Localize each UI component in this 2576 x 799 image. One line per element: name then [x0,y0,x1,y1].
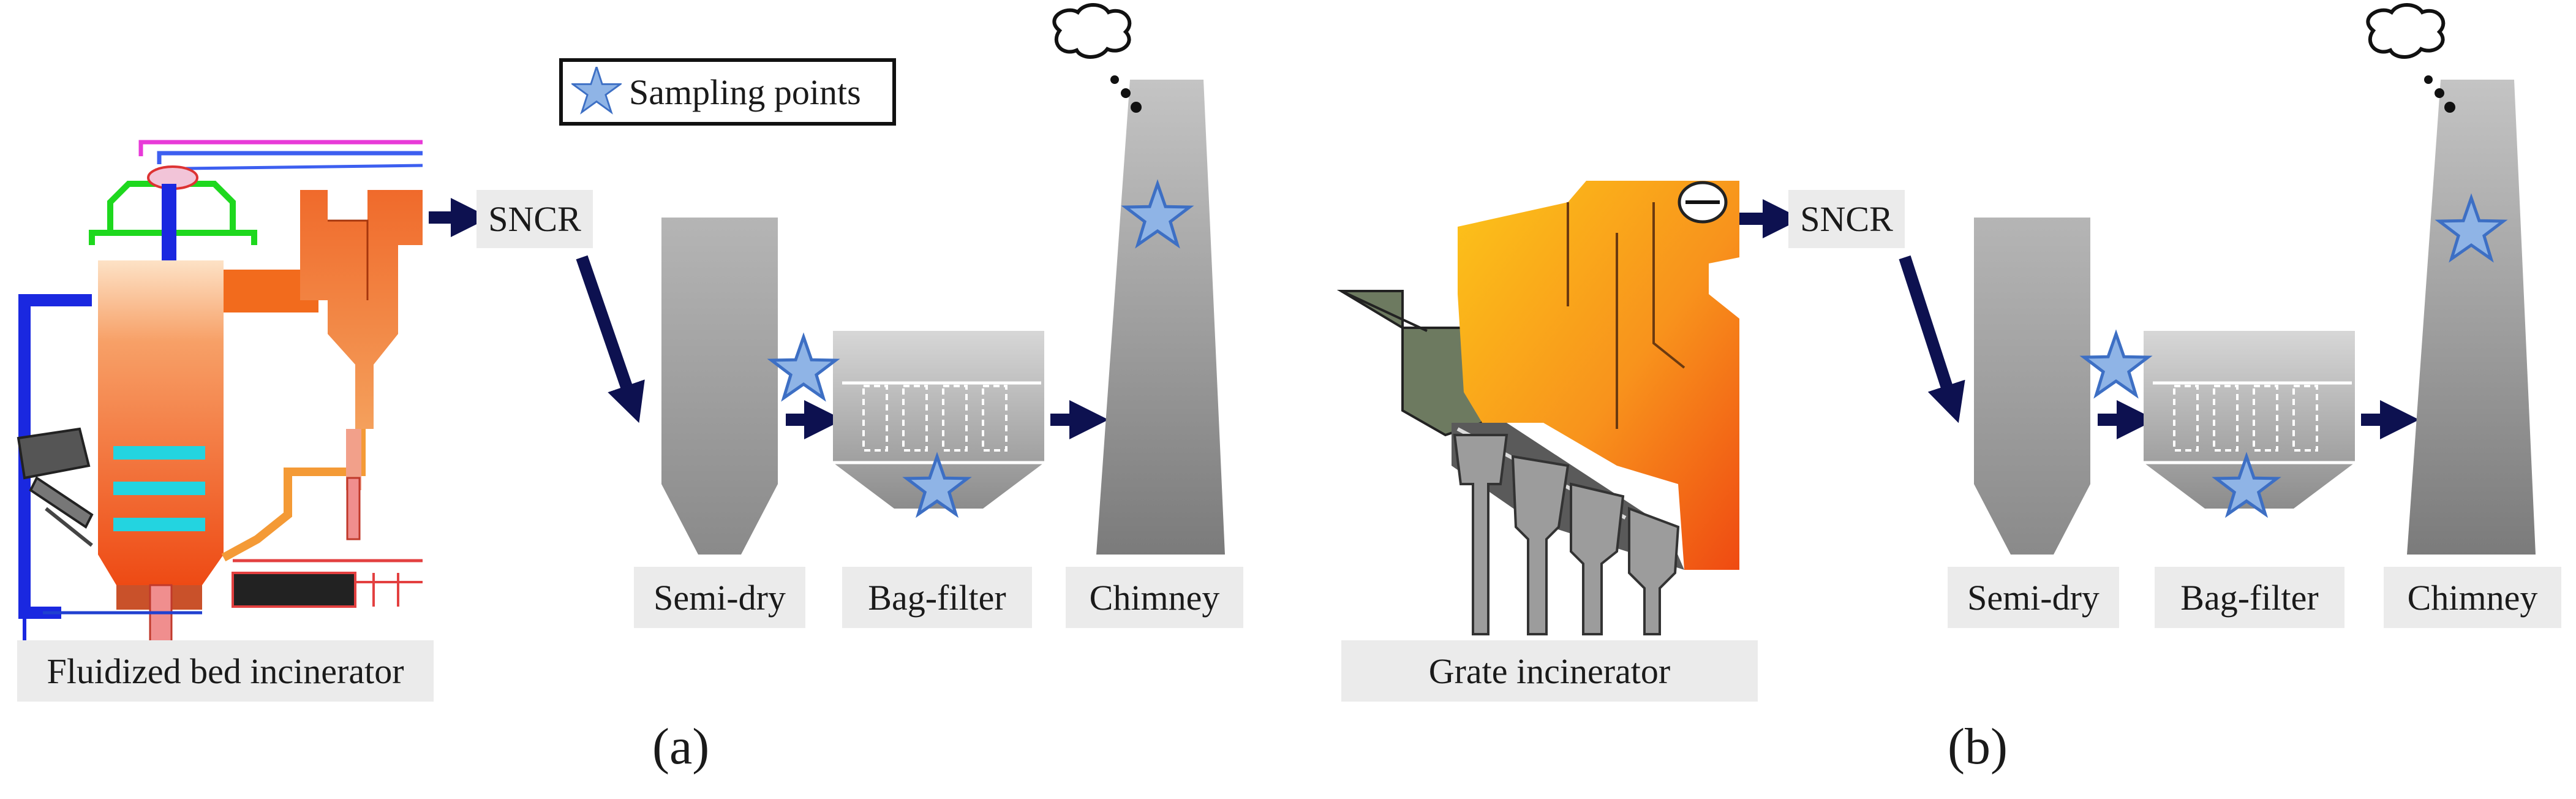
sampling-star-bag-filter-hopper-a [902,452,972,518]
fluidized-bed-incinerator-label: Fluidized bed incinerator [17,640,434,702]
star-icon [571,67,622,115]
bag-filter-label-b: Bag-filter [2155,567,2344,628]
chimney-a [1052,3,1225,555]
legend-label: Sampling points [629,72,861,112]
sncr-label-a: SNCR [476,190,593,248]
sampling-star-chimney-b [2435,193,2508,263]
flow-arrows-b [1739,199,2420,440]
chimney-b [2366,3,2536,555]
semi-dry-label-b: Semi-dry [1948,567,2119,628]
chimney-label-b: Chimney [2384,567,2561,628]
semi-dry-vessel-a [661,218,778,555]
chimney-label-a: Chimney [1066,567,1243,628]
sampling-star-bag-filter-hopper-b [2212,452,2281,518]
legend-box: Sampling points [559,58,896,126]
semi-dry-label-a: Semi-dry [634,567,805,628]
sampling-star-semi-dry-outlet-b [2079,329,2153,399]
sncr-label-b: SNCR [1788,190,1905,248]
bag-filter-unit-a [833,331,1044,509]
grate-incinerator [1336,181,1739,635]
flow-arrows-a [429,197,1109,440]
panel-b-caption: (b) [1948,718,2008,775]
fluidized-bed-incinerator [17,140,423,672]
panel-a-caption: (a) [652,718,710,775]
sampling-star-semi-dry-outlet-a [767,332,840,402]
semi-dry-vessel-b [1974,218,2090,555]
sampling-star-chimney-a [1121,179,1194,249]
bag-filter-label-a: Bag-filter [842,567,1032,628]
grate-incinerator-label: Grate incinerator [1341,640,1758,702]
